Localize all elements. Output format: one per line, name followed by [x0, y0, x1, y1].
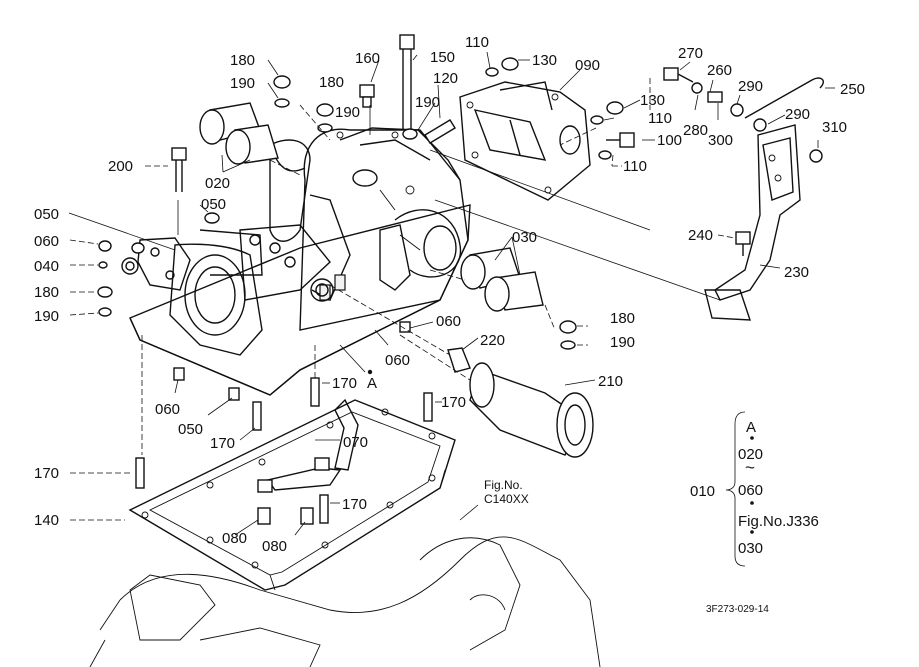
label-110: 110 — [465, 34, 489, 51]
label-180: 180 — [319, 74, 344, 91]
label-290: 290 — [785, 106, 810, 123]
label-140: 140 — [34, 512, 59, 529]
label-130: 130 — [640, 92, 665, 109]
label-080: 080 — [262, 538, 287, 555]
label-090: 090 — [575, 57, 600, 74]
label-a: A — [367, 375, 377, 392]
leader-lines — [68, 51, 835, 536]
label-060: 060 — [436, 313, 461, 330]
label-060: 060 — [155, 401, 180, 418]
label-190: 190 — [230, 75, 255, 92]
small-hardware — [97, 34, 823, 525]
bushing-030 — [460, 247, 544, 312]
label-190: 190 — [34, 308, 59, 325]
label-220: 220 — [480, 332, 505, 349]
legend-item-5: 030 — [738, 540, 763, 557]
label-160: 160 — [355, 50, 380, 67]
label-060: 060 — [34, 233, 59, 250]
label-180: 180 — [230, 52, 255, 69]
label-100: 100 — [657, 132, 682, 149]
label-190: 190 — [415, 94, 440, 111]
pedal-230 — [704, 124, 801, 321]
legend-item-1: A — [746, 419, 756, 436]
legend-item-3: 060 — [738, 482, 763, 499]
legend-item-4: Fig.No.J336 — [738, 513, 819, 530]
label-250: 250 — [840, 81, 865, 98]
fig-ref-line1: Fig.No. — [484, 478, 523, 492]
label-130: 130 — [532, 52, 557, 69]
label-170: 170 — [332, 375, 357, 392]
label-150: 150 — [430, 49, 455, 66]
label-110: 110 — [648, 110, 672, 127]
drawing-code: 3F273-029-14 — [706, 604, 769, 615]
part-labels: 180 190 160 150 110 130 090 180 190 120 … — [34, 34, 865, 555]
point-a-dot — [367, 369, 373, 375]
fig-ref-line2: C140XX — [484, 492, 529, 506]
label-180: 180 — [34, 284, 59, 301]
label-170: 170 — [210, 435, 235, 452]
label-170: 170 — [34, 465, 59, 482]
label-170: 170 — [342, 496, 367, 513]
label-210: 210 — [598, 373, 623, 390]
label-230: 230 — [784, 264, 809, 281]
suction-pipe-070 — [257, 398, 359, 493]
label-180: 180 — [610, 310, 635, 327]
label-060: 060 — [385, 352, 410, 369]
label-190: 190 — [610, 334, 635, 351]
label-110: 110 — [623, 158, 647, 175]
oil-filter-210 — [469, 362, 594, 458]
label-300: 300 — [708, 132, 733, 149]
label-290: 290 — [738, 78, 763, 95]
label-040: 040 — [34, 258, 59, 275]
drawing-lines: ~ — [68, 34, 835, 667]
hydraulic-housing — [121, 127, 471, 396]
label-070: 070 — [343, 434, 368, 451]
label-310: 310 — [822, 119, 847, 136]
legend-item-2: 020 — [738, 446, 763, 463]
label-050: 050 — [34, 206, 59, 223]
legend-bracket: ~ — [725, 411, 755, 567]
label-170: 170 — [441, 394, 466, 411]
label-050: 050 — [201, 196, 226, 213]
rod-250 — [744, 77, 824, 119]
assembly-legend: 010 A 020 060 Fig.No.J336 030 — [690, 419, 819, 557]
label-200: 200 — [108, 158, 133, 175]
transmission-case-outline — [89, 536, 601, 667]
label-080: 080 — [222, 530, 247, 547]
fig-reference: Fig.No. C140XX — [484, 478, 529, 506]
svg-text:~: ~ — [745, 458, 755, 477]
label-260: 260 — [707, 62, 732, 79]
label-190: 190 — [335, 104, 360, 121]
label-280: 280 — [683, 122, 708, 139]
label-030: 030 — [512, 229, 537, 246]
legend-group-number: 010 — [690, 483, 715, 500]
bushing-020 — [199, 102, 279, 165]
label-020: 020 — [205, 175, 230, 192]
label-240: 240 — [688, 227, 713, 244]
cover-090 — [459, 81, 591, 201]
label-050: 050 — [178, 421, 203, 438]
label-120: 120 — [433, 70, 458, 87]
label-270: 270 — [678, 45, 703, 62]
